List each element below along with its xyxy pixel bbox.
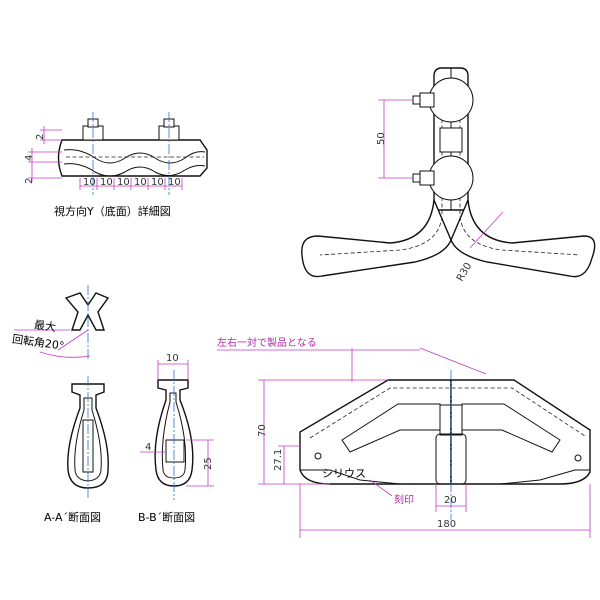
main-bolt-upper <box>419 92 435 108</box>
section-b: 10 4 25 B-B´断面図 <box>138 353 214 524</box>
section-b-dim-right: 25 <box>203 457 214 470</box>
front-view: 左右一対で製品となる 70 27.1 シリウス 刻印 <box>217 336 591 538</box>
front-note: 左右一対で製品となる <box>217 336 317 349</box>
rotation-label-1: 最大 <box>33 317 57 334</box>
main-clip-upper <box>428 77 474 123</box>
rotation-label-2: 回転角20° <box>11 333 65 353</box>
front-dim-slot: 20 <box>444 495 457 506</box>
detail-view-caption: 視方向Y（底面）詳細図 <box>54 204 171 218</box>
front-half-left <box>299 379 452 485</box>
main-dim-50: 50 <box>376 99 413 179</box>
front-half-right <box>450 379 591 485</box>
detail-pitch-5: 10 <box>151 177 164 188</box>
main-radius-label: R30 <box>455 261 474 284</box>
detail-plate <box>57 139 208 177</box>
detail-pitch-3: 10 <box>117 177 130 188</box>
section-b-dim-left: 4 <box>145 442 151 453</box>
detail-pitch-dims: 10 10 10 10 10 10 <box>79 177 183 190</box>
front-dim-height: 70 <box>257 424 268 437</box>
main-bolt-lower <box>419 170 435 186</box>
rotation-part <box>64 292 110 331</box>
detail-dim-top: 2 <box>35 134 46 140</box>
front-stamp-label: 刻印 <box>394 493 414 506</box>
detail-dim-side-2: 2 <box>24 178 35 184</box>
main-clip-lower <box>428 155 474 201</box>
section-b-dim-top: 10 <box>166 353 179 364</box>
rotation-view: 最大 回転角20° <box>11 285 110 360</box>
detail-pitch-4: 10 <box>134 177 147 188</box>
rotation-arc <box>39 351 91 358</box>
detail-left-dims: 2 4 2 <box>24 126 62 184</box>
section-b-caption: B-B´断面図 <box>138 510 195 524</box>
detail-pitch-6: 10 <box>168 177 181 188</box>
detail-pitch-2: 10 <box>100 177 113 188</box>
main-arm-right <box>450 199 596 278</box>
main-view: 50 R30 <box>301 67 596 284</box>
section-a: A-A´断面図 <box>44 376 109 524</box>
detail-pitch-1: 10 <box>83 177 96 188</box>
main-arm-left <box>301 199 452 278</box>
front-dim-width: 180 <box>437 519 456 530</box>
detail-dim-side-4: 4 <box>24 155 35 161</box>
main-dim-height: 50 <box>376 132 387 145</box>
front-base <box>300 469 590 485</box>
front-serial-label: シリウス <box>322 467 366 480</box>
section-a-caption: A-A´断面図 <box>44 510 101 524</box>
front-dim-base: 27.1 <box>273 449 284 471</box>
detail-view: 2 4 2 10 10 10 10 10 10 視方向Y（底面）詳細図 <box>24 112 208 218</box>
